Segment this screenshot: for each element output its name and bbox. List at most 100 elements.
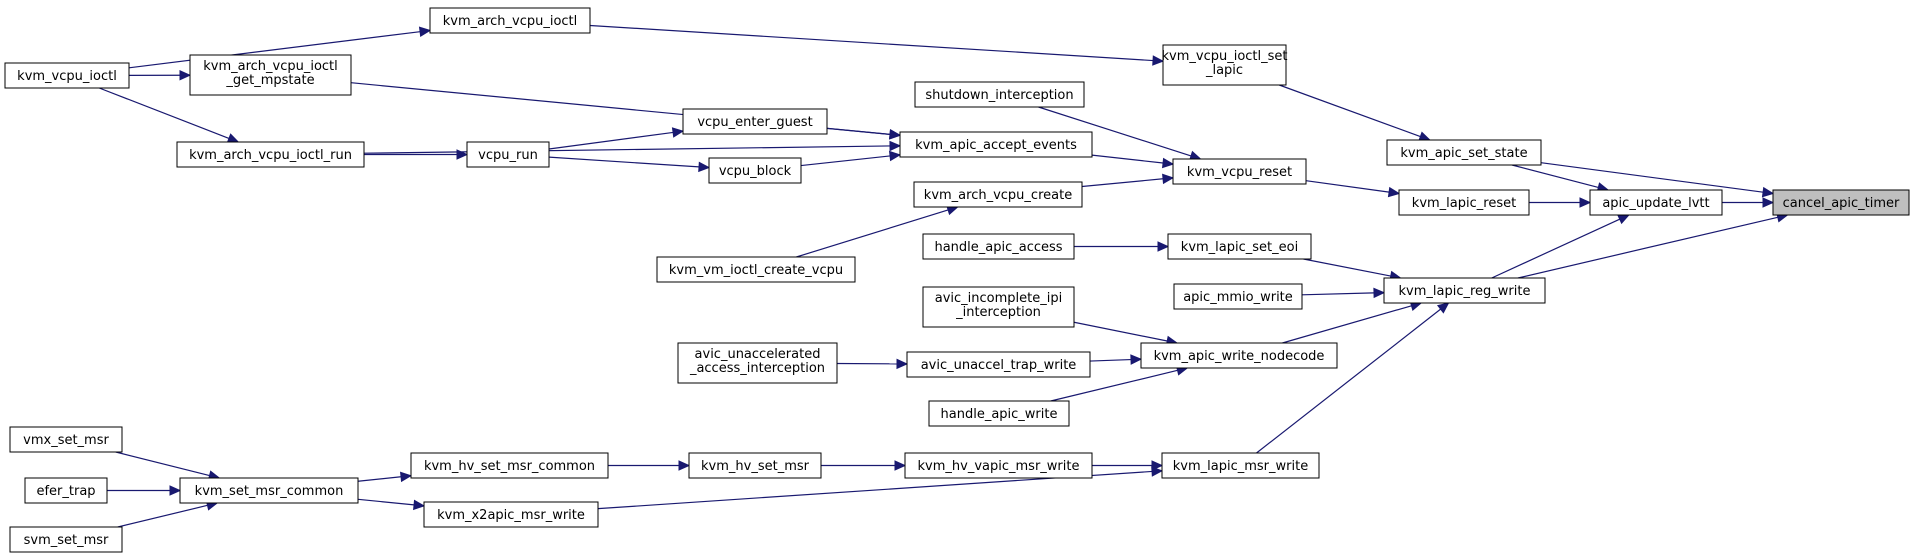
node-label: avic_incomplete_ipi <box>935 291 1062 306</box>
edge-kvm-vcpu-ioctl-to-kvm-arch-vcpu-ioctl <box>128 26 432 69</box>
node-label: kvm_lapic_reset <box>1412 196 1516 211</box>
edge-kvm-arch-vcpu-ioctl-run-to-vcpu-run <box>364 149 469 160</box>
node-label: kvm_arch_vcpu_ioctl_run <box>189 148 352 163</box>
edge-kvm-arch-vcpu-ioctl-to-kvm-vcpu-ioctl-set-lapic <box>589 24 1165 66</box>
node-label: kvm_arch_vcpu_create <box>924 188 1072 203</box>
node-kvm-hv-set-msr-common[interactable]: kvm_hv_set_msr_common <box>410 452 609 479</box>
edge-vcpu-run-to-vcpu-enter-guest <box>548 127 685 150</box>
edge-line <box>800 155 891 167</box>
edge-line <box>548 131 674 150</box>
node-apic-update-lvtt[interactable]: apic_update_lvtt <box>1589 189 1723 216</box>
node-kvm-vcpu-ioctl-set-lapic[interactable]: kvm_vcpu_ioctl_set_lapic <box>1161 44 1288 86</box>
node-kvm-lapic-set-eoi[interactable]: kvm_lapic_set_eoi <box>1167 233 1312 260</box>
node-label: kvm_vcpu_ioctl <box>17 69 117 84</box>
node-box <box>1398 189 1530 216</box>
edge-arrowhead <box>671 127 685 138</box>
node-kvm-arch-vcpu-ioctl-run[interactable]: kvm_arch_vcpu_ioctl_run <box>176 141 365 168</box>
node-kvm-arch-vcpu-ioctl-get-mpstate[interactable]: kvm_arch_vcpu_ioctl_get_mpstate <box>189 54 352 96</box>
node-kvm-arch-vcpu-ioctl[interactable]: kvm_arch_vcpu_ioctl <box>429 7 591 34</box>
node-label: kvm_vm_ioctl_create_vcpu <box>669 263 843 278</box>
node-label: _get_mpstate <box>225 73 314 88</box>
node-label: avic_unaccelerated <box>695 347 821 362</box>
node-kvm-apic-accept-events[interactable]: kvm_apic_accept_events <box>899 131 1093 158</box>
edge-line <box>548 156 700 168</box>
node-kvm-arch-vcpu-create[interactable]: kvm_arch_vcpu_create <box>913 181 1083 208</box>
node-label: handle_apic_access <box>934 240 1062 255</box>
node-kvm-set-msr-common[interactable]: kvm_set_msr_common <box>179 477 359 504</box>
node-kvm-vcpu-ioctl[interactable]: kvm_vcpu_ioctl <box>4 62 130 89</box>
node-label: _interception <box>955 305 1041 320</box>
node-vcpu-block[interactable]: vcpu_block <box>708 157 802 184</box>
node-label: kvm_lapic_reg_write <box>1399 284 1531 299</box>
edge-arrowhead <box>1373 287 1386 299</box>
edge-arrowhead <box>1157 241 1170 252</box>
edge-line <box>357 476 402 482</box>
node-box <box>708 157 802 184</box>
node-efer-trap[interactable]: efer_trap <box>24 477 108 504</box>
node-kvm-x2apic-msr-write[interactable]: kvm_x2apic_msr_write <box>423 501 599 528</box>
node-box <box>677 342 838 384</box>
node-shutdown-interception[interactable]: shutdown_interception <box>914 81 1085 108</box>
node-box <box>1173 283 1303 310</box>
node-label: kvm_arch_vcpu_ioctl <box>443 14 578 29</box>
node-label: svm_set_msr <box>24 533 109 548</box>
node-kvm-lapic-reg-write[interactable]: kvm_lapic_reg_write <box>1383 277 1546 304</box>
node-svm-set-msr[interactable]: svm_set_msr <box>9 526 123 553</box>
node-kvm-vm-ioctl-create-vcpu[interactable]: kvm_vm_ioctl_create_vcpu <box>656 256 856 283</box>
node-kvm-hv-vapic-msr-write[interactable]: kvm_hv_vapic_msr_write <box>904 452 1093 479</box>
edge-arrowhead <box>889 129 902 140</box>
edge-efer-trap-to-kvm-set-msr-common <box>107 485 182 496</box>
edge-line <box>1511 164 1599 189</box>
edge-arrowhead <box>1152 55 1165 66</box>
edge-line <box>1081 178 1164 188</box>
edge-kvm-vcpu-reset-to-kvm-lapic-reset <box>1305 180 1401 198</box>
edge-vcpu-enter-guest-to-kvm-apic-accept-events <box>826 127 902 140</box>
node-vcpu-run[interactable]: vcpu_run <box>466 141 550 168</box>
edge-line <box>1305 180 1390 193</box>
edge-arrowhead <box>1762 197 1775 208</box>
node-apic-mmio-write[interactable]: apic_mmio_write <box>1173 283 1303 310</box>
node-label: kvm_x2apic_msr_write <box>437 508 585 523</box>
node-box <box>913 181 1083 208</box>
node-kvm-lapic-msr-write[interactable]: kvm_lapic_msr_write <box>1161 452 1320 479</box>
node-box <box>1162 44 1287 86</box>
node-label: vcpu_run <box>478 148 538 163</box>
node-label: _lapic <box>1205 63 1243 78</box>
node-kvm-lapic-reset[interactable]: kvm_lapic_reset <box>1398 189 1530 216</box>
edge-line <box>1517 216 1778 279</box>
node-box <box>9 526 123 553</box>
edge-avic-incomplete-ipi-interception-to-kvm-apic-write-nodecode <box>1073 321 1179 347</box>
edge-arrowhead <box>1151 466 1164 477</box>
edge-kvm-lapic-reset-to-apic-update-lvtt <box>1529 197 1592 208</box>
node-kvm-apic-set-state[interactable]: kvm_apic_set_state <box>1386 139 1542 166</box>
edge-line <box>115 451 210 477</box>
node-label: kvm_hv_set_msr <box>701 459 810 474</box>
node-kvm-vcpu-reset[interactable]: kvm_vcpu_reset <box>1172 158 1307 185</box>
node-kvm-hv-set-msr[interactable]: kvm_hv_set_msr <box>688 452 822 479</box>
edge-arrowhead <box>1436 302 1450 314</box>
node-avic-incomplete-ipi-interception[interactable]: avic_incomplete_ipi_interception <box>922 286 1075 328</box>
edge-avic-unaccelerated-access-interception-to-avic-unaccel-trap-write <box>836 358 909 370</box>
node-avic-unaccelerated-access-interception[interactable]: avic_unaccelerated_access_interception <box>677 342 838 384</box>
node-label: apic_mmio_write <box>1183 290 1293 305</box>
node-avic-unaccel-trap-write[interactable]: avic_unaccel_trap_write <box>906 351 1091 378</box>
node-vmx-set-msr[interactable]: vmx_set_msr <box>9 426 123 453</box>
edge-line <box>98 87 230 139</box>
edge-arrowhead <box>169 485 182 496</box>
edge-arrowhead <box>698 161 711 173</box>
node-vcpu-enter-guest[interactable]: vcpu_enter_guest <box>682 108 828 135</box>
node-handle-apic-access[interactable]: handle_apic_access <box>922 233 1075 260</box>
node-kvm-apic-write-nodecode[interactable]: kvm_apic_write_nodecode <box>1140 342 1338 369</box>
edge-vmx-set-msr-to-kvm-set-msr-common <box>115 451 221 481</box>
edge-line <box>796 209 949 258</box>
node-box <box>24 477 108 504</box>
edge-line <box>1256 308 1441 454</box>
edge-kvm-lapic-reg-write-to-cancel-apic-timer <box>1517 212 1789 279</box>
edge-kvm-hv-set-msr-common-to-kvm-hv-set-msr <box>608 460 691 471</box>
node-box <box>179 477 359 504</box>
node-label: kvm_lapic_set_eoi <box>1181 240 1298 255</box>
edge-line <box>1491 218 1620 279</box>
node-box <box>1172 158 1307 185</box>
node-cancel-apic-timer[interactable]: cancel_apic_timer <box>1772 189 1910 216</box>
node-handle-apic-write[interactable]: handle_apic_write <box>928 400 1070 427</box>
